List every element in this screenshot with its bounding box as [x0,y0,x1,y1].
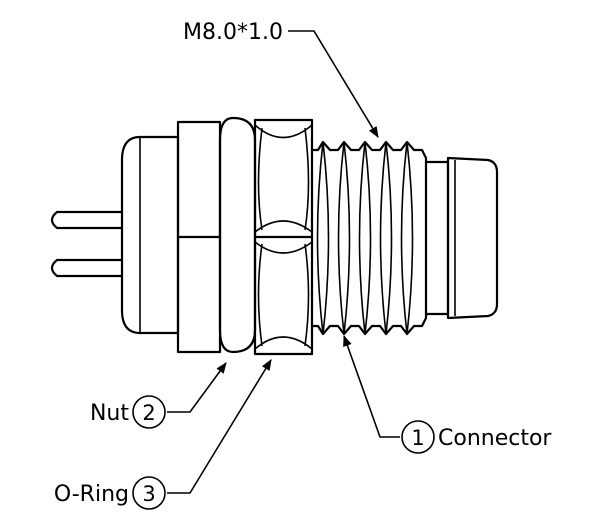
callout-number-2: 2 [142,401,155,425]
contact-pins [50,210,124,278]
hex-body [253,118,314,356]
callout-number-circle-3 [132,476,166,510]
callout-label-connector: Connector [438,426,552,451]
callout-number-circle-1 [401,420,435,454]
leader-lines [167,30,400,494]
callout-number-3: 3 [142,482,155,506]
nut [176,120,222,354]
front-cap [424,156,499,320]
thread-section [310,140,428,336]
callout-number-1: 1 [411,426,424,450]
callout-o-ring: 3 O-Ring [54,476,166,510]
callout-nut: 2 Nut [90,395,166,429]
rear-body [120,135,180,335]
thread-spec-label: M8.0*1.0 [183,20,283,45]
callout-label-nut: Nut [90,401,129,426]
callout-label-o-ring: O-Ring [54,482,129,507]
callout-connector: 1 Connector [401,420,552,454]
o-ring [218,116,257,354]
callout-number-circle-2 [132,395,166,429]
